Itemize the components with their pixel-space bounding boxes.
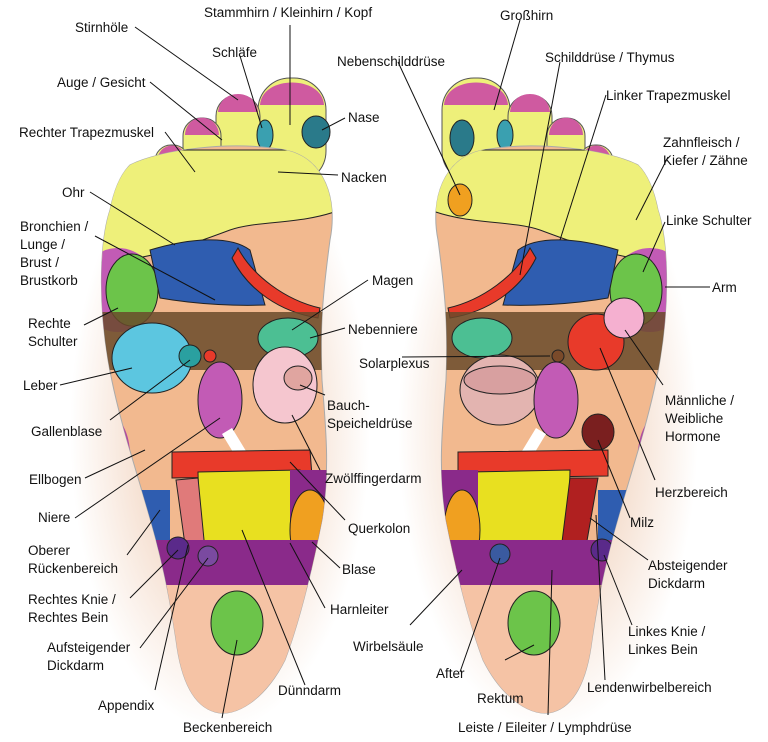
label-linke-schulter: Linke Schulter bbox=[666, 213, 752, 228]
label-rektum: Rektum bbox=[477, 691, 524, 706]
label-rechtes-knie-2: Rechtes Bein bbox=[28, 610, 108, 625]
label-duenndarm: Dünndarm bbox=[278, 683, 341, 698]
label-grosshirn: Großhirn bbox=[500, 8, 553, 23]
label-stammhirn: Stammhirn / Kleinhirn / Kopf bbox=[204, 5, 372, 20]
label-bronchien-4: Brustkorb bbox=[20, 273, 78, 288]
label-zwoelf: Zwölffingerdarm bbox=[325, 471, 422, 486]
label-nebenschild: Nebenschilddrüse bbox=[337, 54, 445, 69]
label-appendix: Appendix bbox=[98, 698, 155, 713]
label-arm: Arm bbox=[712, 280, 737, 295]
label-zahnfleisch-2: Kiefer / Zähne bbox=[663, 153, 748, 168]
label-linker-trapez: Linker Trapezmuskel bbox=[606, 88, 731, 103]
label-aufsteigender-2: Dickdarm bbox=[47, 658, 104, 673]
labels: Stirnhöle Stammhirn / Kleinhirn / Kopf S… bbox=[19, 5, 752, 735]
label-bauch-2: Speicheldrüse bbox=[327, 416, 413, 431]
label-harnleiter: Harnleiter bbox=[330, 602, 389, 617]
label-herzbereich: Herzbereich bbox=[655, 485, 728, 500]
label-stirnhoele: Stirnhöle bbox=[75, 20, 128, 35]
label-blase: Blase bbox=[342, 562, 376, 577]
label-lendenwirbel: Lendenwirbelbereich bbox=[587, 680, 712, 695]
label-rechte-schulter-2: Schulter bbox=[28, 334, 78, 349]
label-absteigender-1: Absteigender bbox=[648, 558, 728, 573]
label-bronchien-1: Bronchien / bbox=[20, 219, 89, 234]
label-nase: Nase bbox=[348, 110, 380, 125]
label-auge: Auge / Gesicht bbox=[57, 75, 146, 90]
leader-lines bbox=[59, 19, 710, 719]
label-solarplexus: Solarplexus bbox=[359, 356, 430, 371]
label-maennliche-3: Hormone bbox=[665, 429, 721, 444]
label-nebenniere: Nebenniere bbox=[348, 322, 418, 337]
label-rechtes-knie-1: Rechtes Knie / bbox=[28, 592, 116, 607]
label-schilddruese: Schilddrüse / Thymus bbox=[545, 50, 675, 65]
label-oberer-2: Rückenbereich bbox=[28, 561, 118, 576]
label-linkes-knie-2: Linkes Bein bbox=[628, 642, 698, 657]
label-bauch-1: Bauch- bbox=[327, 398, 370, 413]
label-rechter-trapez: Rechter Trapezmuskel bbox=[19, 125, 154, 140]
label-beckenbereich: Beckenbereich bbox=[183, 720, 272, 735]
label-absteigender-2: Dickdarm bbox=[648, 576, 705, 591]
label-bronchien-2: Lunge / bbox=[20, 237, 65, 252]
label-leiste: Leiste / Eileiter / Lymphdrüse bbox=[458, 720, 632, 735]
label-aufsteigender-1: Aufsteigender bbox=[47, 640, 131, 655]
label-rechte-schulter-1: Rechte bbox=[28, 316, 71, 331]
label-milz: Milz bbox=[630, 515, 654, 530]
label-bronchien-3: Brust / bbox=[20, 255, 59, 270]
label-niere: Niere bbox=[38, 510, 70, 525]
label-ellbogen: Ellbogen bbox=[29, 472, 82, 487]
label-schlaefe: Schläfe bbox=[212, 45, 257, 60]
label-querkolon: Querkolon bbox=[348, 521, 410, 536]
label-leber: Leber bbox=[23, 378, 58, 393]
label-gallenblase: Gallenblase bbox=[31, 424, 102, 439]
label-oberer-1: Oberer bbox=[28, 543, 71, 558]
label-linkes-knie-1: Linkes Knie / bbox=[628, 624, 706, 639]
label-maennliche-2: Weibliche bbox=[665, 411, 723, 426]
label-magen: Magen bbox=[372, 273, 413, 288]
label-zahnfleisch-1: Zahnfleisch / bbox=[663, 135, 740, 150]
label-nacken: Nacken bbox=[341, 170, 387, 185]
label-ohr: Ohr bbox=[62, 185, 85, 200]
label-after: After bbox=[436, 666, 465, 681]
label-wirbelsaeule: Wirbelsäule bbox=[353, 639, 424, 654]
label-maennliche-1: Männliche / bbox=[665, 393, 734, 408]
